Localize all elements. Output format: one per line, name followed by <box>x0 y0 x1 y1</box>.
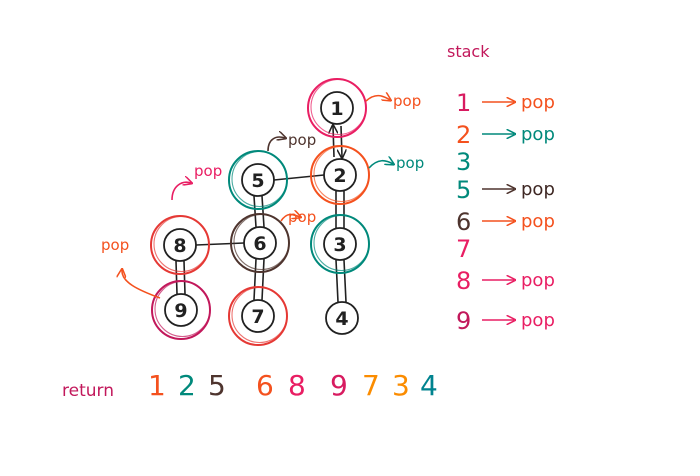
node-rings <box>150 78 370 346</box>
pop-note-8: pop <box>194 162 222 180</box>
node-label-5: 5 <box>251 170 264 192</box>
edge-8-9 <box>183 260 186 295</box>
node-label-2: 2 <box>333 165 346 187</box>
node-4 <box>325 301 359 335</box>
return-value-8: 8 <box>288 369 306 402</box>
pop-note-1: pop <box>393 92 421 110</box>
ring-stroke-1 <box>310 78 367 136</box>
edge-8-9 <box>175 260 178 295</box>
edge-1-2-down <box>341 125 342 157</box>
stack-entry-1: 1 <box>456 89 471 117</box>
edge-5-2 <box>273 174 325 181</box>
pop-note-9: pop <box>101 236 129 254</box>
node-5 <box>241 163 275 197</box>
node-label-3: 3 <box>333 234 346 256</box>
stack-title: stack <box>447 42 490 61</box>
node-8 <box>163 228 197 262</box>
stack-pop-5: pop <box>521 179 555 200</box>
return-value-9: 9 <box>330 369 348 402</box>
edge-8-6 <box>195 242 245 246</box>
pop-notes: pop pop pop pop pop pop <box>101 92 424 299</box>
return-value-1: 1 <box>148 369 166 402</box>
node-3 <box>323 227 357 261</box>
node-9 <box>164 293 198 327</box>
stack-entry-2: 2 <box>456 121 471 149</box>
pop-note-arrow-6 <box>280 214 300 222</box>
stack-pop-8: pop <box>521 270 555 291</box>
node-2 <box>323 158 357 192</box>
pop-note-arrow-8 <box>171 182 191 201</box>
ring-stroke-8 <box>153 215 210 273</box>
pop-note-arrow-1 <box>365 96 390 101</box>
node-label-7: 7 <box>251 306 264 328</box>
ring-stroke-6 <box>233 213 290 271</box>
pop-note-arrow-9 <box>122 270 161 299</box>
pop-note-2: pop <box>396 154 424 172</box>
graph-edges <box>175 125 347 303</box>
stack-pop-1: pop <box>521 92 555 113</box>
edge-6-7 <box>253 258 257 301</box>
ring-stroke-3 <box>313 214 370 272</box>
node-7 <box>241 299 275 333</box>
ring-stroke-2 <box>313 145 370 203</box>
node-label-6: 6 <box>253 233 266 255</box>
edge-3-4 <box>343 259 347 303</box>
pop-note-arrow-2 <box>368 161 393 169</box>
node-1 <box>320 91 354 125</box>
stack-pop-6: pop <box>521 211 555 232</box>
edge-5-6 <box>261 195 265 228</box>
stack-entry-7: 7 <box>456 235 471 263</box>
edge-3-4 <box>335 259 339 303</box>
pop-note-6: pop <box>288 208 316 226</box>
ring-stroke-9 <box>154 280 211 338</box>
return-value-7: 7 <box>362 369 380 402</box>
ring-stroke-7 <box>231 286 288 344</box>
node-label-8: 8 <box>173 235 186 257</box>
node-label-9: 9 <box>174 300 187 322</box>
node-label-1: 1 <box>330 98 343 120</box>
return-value-3: 3 <box>392 369 410 402</box>
return-value-6: 6 <box>256 369 274 402</box>
edge-5-6 <box>253 195 257 228</box>
return-value-4: 4 <box>420 369 438 402</box>
edge-6-7 <box>261 258 265 301</box>
stack-entry-8: 8 <box>456 267 471 295</box>
return-value-2: 2 <box>178 369 196 402</box>
stack-entry-5: 5 <box>456 176 471 204</box>
pop-note-arrow-5 <box>267 137 285 152</box>
return-label: return <box>62 381 114 401</box>
graph-nodes: 1 2 3 4 5 6 7 8 9 <box>163 91 359 335</box>
edge-1-2-up <box>333 126 334 158</box>
stack-entry-6: 6 <box>456 208 471 236</box>
stack-entry-9: 9 <box>456 307 471 335</box>
stack-panel: stack 1 pop 2 pop 35 pop 6 pop 7 8 pop 9 pop <box>447 42 555 335</box>
ring-stroke-5 <box>231 150 288 208</box>
return-value-5: 5 <box>208 369 226 402</box>
node-label-4: 4 <box>335 308 348 330</box>
node-6 <box>243 226 277 260</box>
stack-pop-9: pop <box>521 310 555 331</box>
pop-note-5: pop <box>288 131 316 149</box>
stack-entry-3: 3 <box>456 148 471 176</box>
stack-pop-2: pop <box>521 124 555 145</box>
